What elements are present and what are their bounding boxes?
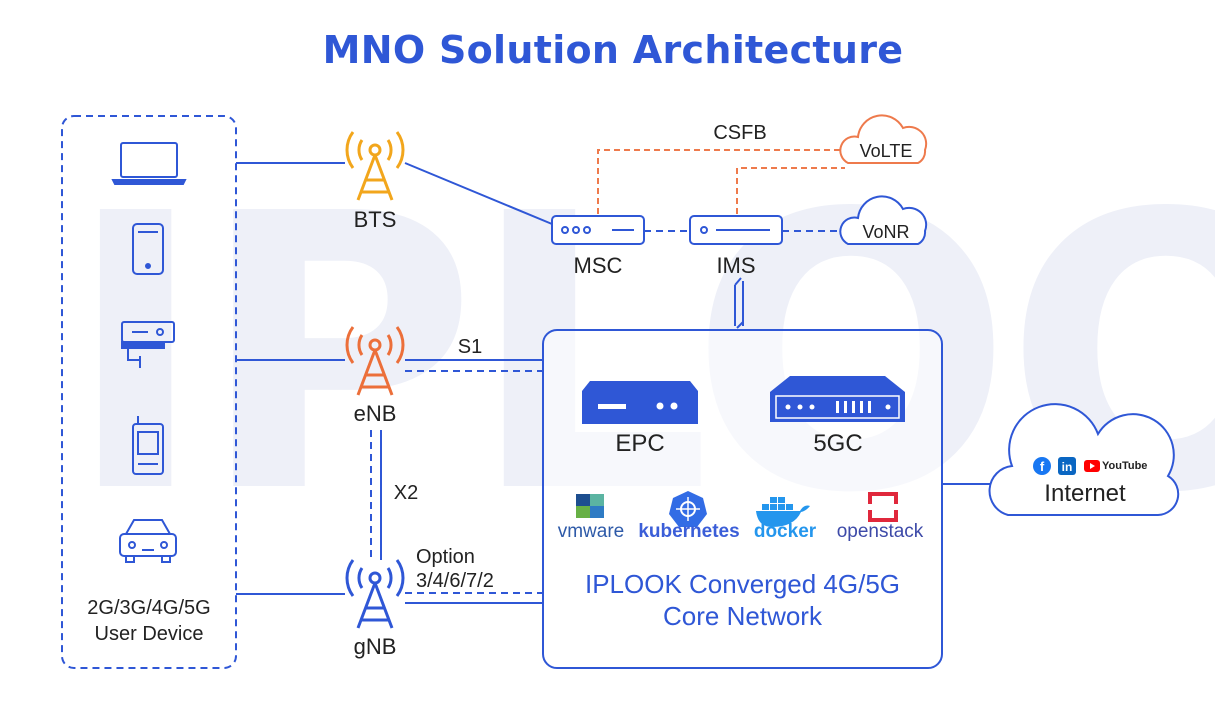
epc-server-icon <box>582 381 698 424</box>
internet-cloud-icon <box>988 403 1180 516</box>
core-network-label-line2: Core Network <box>663 601 822 631</box>
core-network-label-line1: IPLOOK Converged 4G/5G <box>584 569 901 599</box>
openstack-icon <box>868 492 898 522</box>
enb-tower-icon <box>345 326 405 396</box>
youtube-logo-text: YouTube <box>1102 460 1148 472</box>
gnb-tower-icon <box>345 559 405 629</box>
ims-device-icon <box>689 215 783 245</box>
vonr-cloud-icon <box>839 195 928 245</box>
bts-label: BTS <box>353 207 397 232</box>
kubernetes-icon <box>669 491 707 527</box>
5gc-label: 5GC <box>813 430 863 457</box>
arrowhead-up <box>734 277 742 286</box>
enb-label: eNB <box>353 401 397 426</box>
user-device-group <box>61 115 237 669</box>
option-label-line2: 3/4/6/7/2 <box>416 570 494 592</box>
option-label-line1: Option <box>416 546 475 568</box>
car-icon <box>119 519 177 563</box>
vmware-logo-text: vmware <box>557 521 625 542</box>
msc-device-icon <box>551 215 645 245</box>
user-device-label-line1: 2G/3G/4G/5G <box>87 597 211 619</box>
handheld-terminal-icon <box>132 416 164 475</box>
youtube-icon <box>1084 460 1100 472</box>
msc-label: MSC <box>573 253 623 278</box>
x2-label: X2 <box>393 482 419 504</box>
user-device-label-line2: User Device <box>94 623 204 645</box>
bts-tower-icon <box>345 131 405 201</box>
option-label: Option 3/4/6/7/2 <box>416 545 532 593</box>
camera-icon <box>121 321 175 368</box>
laptop-icon <box>111 142 187 185</box>
internet-label: Internet <box>1044 480 1126 507</box>
linkedin-icon: in <box>1058 457 1076 475</box>
volte-label: VoLTE <box>859 141 913 161</box>
openstack-logo-text: openstack <box>836 521 924 542</box>
gnb-label: gNB <box>353 634 397 659</box>
volte-cloud-icon <box>839 114 928 164</box>
vonr-label: VoNR <box>862 222 910 242</box>
epc-label: EPC <box>615 430 665 457</box>
csfb-label: CSFB <box>713 122 767 144</box>
svg-text:in: in <box>1062 460 1073 474</box>
link-ims-volte <box>736 167 845 214</box>
svg-text:f: f <box>1040 459 1045 474</box>
phone-icon <box>132 223 164 275</box>
docker-logo-text: docker <box>753 521 817 542</box>
facebook-icon: f <box>1033 457 1051 475</box>
page-title: MNO Solution Architecture <box>322 28 904 72</box>
docker-whale-icon <box>756 497 810 527</box>
link-csfb <box>597 149 845 214</box>
5gc-server-icon <box>770 376 905 422</box>
ims-label: IMS <box>716 253 756 278</box>
vmware-cube-icon <box>576 494 604 518</box>
user-device-label: 2G/3G/4G/5G User Device <box>62 595 236 647</box>
arrowhead-down <box>736 321 744 329</box>
kubernetes-logo-text: kubernetes <box>638 521 740 542</box>
s1-label: S1 <box>457 336 483 358</box>
link-bts-msc <box>404 162 553 225</box>
core-network-label: IPLOOK Converged 4G/5G Core Network <box>543 568 942 632</box>
